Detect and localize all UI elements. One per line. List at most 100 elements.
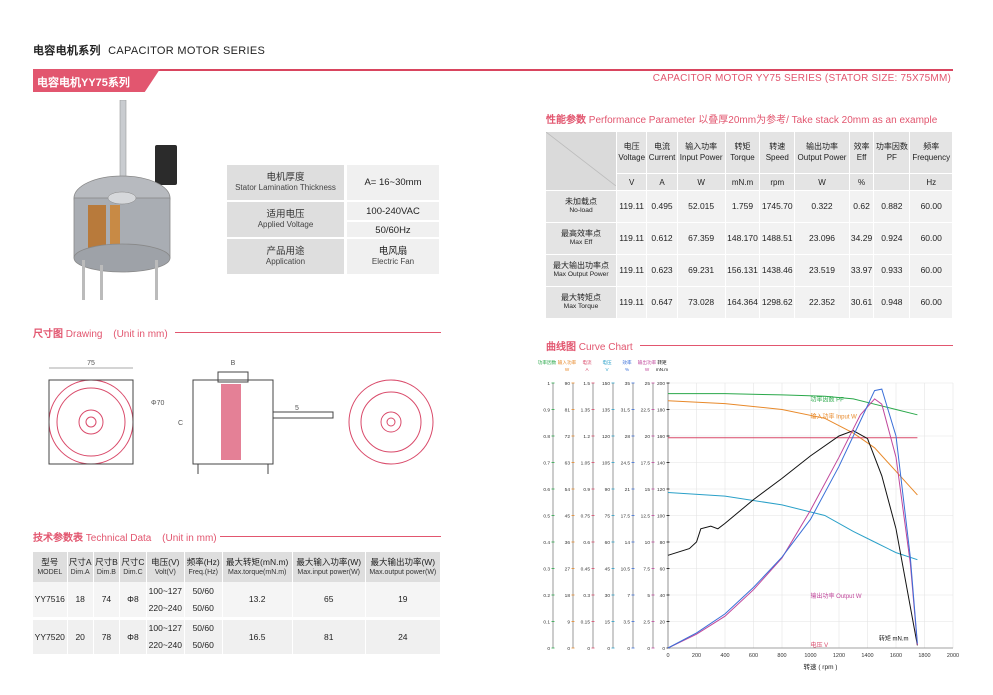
perf-cell: 60.00 xyxy=(909,286,953,319)
perf-cell: 1488.51 xyxy=(759,222,796,255)
y-tick-label: 7 xyxy=(627,593,630,599)
x-tick-label: 1800 xyxy=(918,653,930,659)
tech-title: 技术参数表 Technical Data (Unit in mm) xyxy=(33,529,217,544)
tech-header: 最大输出功率(W)Max.output power(W) xyxy=(365,552,442,582)
drawing-unit: (Unit in mm) xyxy=(113,329,168,340)
dim-a-cell: 20 xyxy=(67,616,94,654)
x-tick-label: 600 xyxy=(749,653,758,659)
series-line xyxy=(667,388,918,649)
series-label: 功率因数 PF xyxy=(811,396,845,404)
y-tick-label: 0 xyxy=(627,646,630,652)
y-tick-label: 36 xyxy=(565,540,571,546)
volt-cell: 100~127 xyxy=(146,616,185,636)
technical-drawing: 75 Φ70 B C 5 xyxy=(48,360,434,474)
y-tick-label: 0.3 xyxy=(543,566,550,572)
x-axis-label: 转速 ( rpm ) xyxy=(804,662,838,671)
perf-cell: 23.519 xyxy=(794,254,850,287)
drawing-title: 尺寸图 Drawing (Unit in mm) xyxy=(33,325,168,340)
y-tick-label: 1.2 xyxy=(583,434,590,440)
y-axis-unit: V xyxy=(605,367,609,372)
y-tick-label: 31.5 xyxy=(621,407,631,413)
y-tick-label: 10.5 xyxy=(621,566,631,572)
y-tick-label: 60 xyxy=(660,566,666,572)
input-power-cell: 81 xyxy=(292,616,366,654)
y-axis-label: 电压 xyxy=(602,359,612,366)
y-tick-label: 12.5 xyxy=(641,513,651,519)
y-tick-label: 63 xyxy=(565,460,571,466)
spec-label-en: Applied Voltage xyxy=(257,220,314,230)
perf-corner xyxy=(545,131,617,191)
dim-diameter: Φ70 xyxy=(151,400,164,407)
perf-cell: 0.647 xyxy=(646,286,678,319)
spec-row-application: 产品用途 Application 电风扇 Electric Fan xyxy=(227,239,439,274)
perf-cell: 22.352 xyxy=(794,286,850,319)
freq-cell: 50/60 xyxy=(184,582,223,600)
y-tick-label: 10 xyxy=(645,540,651,546)
y-tick-label: 15 xyxy=(605,619,611,625)
y-tick-label: 1.5 xyxy=(583,381,590,387)
y-axis-label: 输出功率 xyxy=(638,359,657,366)
table-row: YY7520 20 78 Φ8 100~127 50/60 16.5 81 24 xyxy=(33,616,442,654)
y-tick-label: 81 xyxy=(565,407,571,413)
spec-label-thickness: 电机厚度 Stator Lamination Thickness xyxy=(227,165,344,200)
y-tick-label: 0 xyxy=(607,646,610,652)
y-tick-label: 21 xyxy=(625,487,631,493)
x-tick-label: 2000 xyxy=(947,653,959,659)
y-tick-label: 0.3 xyxy=(583,593,590,599)
series-label: 转矩 mN.m xyxy=(879,635,909,643)
y-tick-label: 80 xyxy=(660,540,666,546)
dim-c: C xyxy=(178,420,183,427)
perf-cell: 156.131 xyxy=(725,254,761,287)
y-axis-unit: A xyxy=(585,367,589,372)
y-tick-label: 105 xyxy=(602,460,610,466)
perf-unit: rpm xyxy=(759,173,796,191)
y-tick-label: 0.2 xyxy=(543,593,550,599)
perf-cell: 0.623 xyxy=(646,254,678,287)
x-tick-label: 1200 xyxy=(833,653,845,659)
perf-title-en: Performance Parameter xyxy=(588,115,696,126)
y-axis-label: 转矩 xyxy=(657,359,667,366)
perf-cell: 60.00 xyxy=(909,190,953,223)
motor-photo xyxy=(73,100,177,300)
y-tick-label: 45 xyxy=(605,566,611,572)
y-tick-label: 72 xyxy=(565,434,571,440)
x-tick-label: 200 xyxy=(692,653,701,659)
y-tick-label: 160 xyxy=(657,434,665,440)
y-tick-label: 17.5 xyxy=(621,513,631,519)
y-tick-label: 140 xyxy=(657,460,665,466)
x-tick-label: 400 xyxy=(720,653,729,659)
y-tick-label: 3.5 xyxy=(623,619,630,625)
y-tick-label: 75 xyxy=(605,513,611,519)
y-tick-label: 200 xyxy=(657,381,665,387)
spec-label-cn: 电机厚度 xyxy=(266,171,305,183)
dim-b: B xyxy=(231,360,236,367)
table-row: YY7516 18 74 Φ8 100~127 50/60 13.2 65 19 xyxy=(33,582,442,618)
y-tick-label: 90 xyxy=(565,381,571,387)
y-tick-label: 0 xyxy=(547,646,550,652)
y-axis-label: 输入功率 xyxy=(558,359,577,366)
y-tick-label: 0 xyxy=(662,646,665,652)
perf-cell: 1298.62 xyxy=(759,286,796,319)
page-title: 电容电机系列 CAPACITOR MOTOR SERIES xyxy=(33,42,265,58)
spec-label-cn: 适用电压 xyxy=(266,208,305,220)
perf-unit: A xyxy=(646,173,678,191)
perf-cell: 33.97 xyxy=(849,254,875,287)
y-tick-label: 24.5 xyxy=(621,460,631,466)
dim-c-cell: Φ8 xyxy=(119,616,147,654)
side-view xyxy=(192,371,334,474)
perf-cell: 1438.46 xyxy=(759,254,796,287)
perf-cell: 119.11 xyxy=(616,254,648,287)
y-tick-label: 18 xyxy=(565,593,571,599)
perf-cell: 119.11 xyxy=(616,222,648,255)
y-tick-label: 0.1 xyxy=(543,619,550,625)
perf-unit-row: V A W mN.m rpm W % Hz xyxy=(546,173,953,191)
y-tick-label: 45 xyxy=(565,513,571,519)
y-tick-label: 40 xyxy=(660,593,666,599)
